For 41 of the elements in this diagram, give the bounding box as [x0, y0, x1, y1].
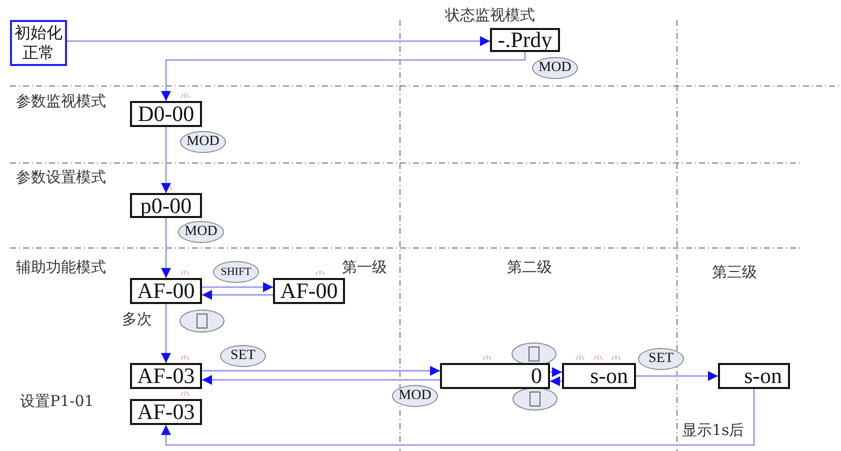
display-box: AF-03 — [130, 363, 202, 389]
mode-label: 第三级 — [712, 263, 757, 282]
display-box: AF-03 — [130, 399, 202, 425]
mode-label: 第一级 — [342, 258, 387, 277]
arrow — [202, 290, 273, 300]
arrow — [67, 36, 490, 46]
key-label: MOD — [178, 221, 224, 243]
arrow — [550, 376, 562, 386]
arrow — [161, 52, 526, 101]
edge-label: 多次 — [122, 310, 152, 329]
mode-label: 参数设置模式 — [16, 168, 106, 187]
display-box: s-on — [718, 363, 790, 389]
key-label: SET — [638, 348, 684, 370]
mode-label: 参数监视模式 — [16, 92, 106, 111]
arrow — [161, 304, 171, 363]
arrow — [161, 127, 171, 193]
display-box: -.Prdy — [490, 28, 560, 52]
status-box: 初始化正常 — [10, 20, 67, 66]
key-label: MOD — [392, 385, 438, 407]
display-box: s-on — [562, 363, 636, 389]
arrow — [202, 374, 440, 385]
arrow — [202, 366, 440, 376]
mode-label: 状态监视模式 — [445, 6, 535, 25]
mode-label: 第二级 — [507, 258, 552, 277]
key-label: MOD — [180, 131, 226, 153]
edge-label: 显示1s后 — [682, 421, 744, 440]
display-box: p0-00 — [130, 193, 202, 218]
mode-label: 设置P1-01 — [20, 392, 94, 411]
display-box: 0 — [440, 363, 550, 389]
key-label: MOD — [532, 57, 578, 79]
mode-label: 辅助功能模式 — [16, 258, 106, 277]
key-label: SET — [220, 345, 266, 367]
arrow — [550, 367, 562, 378]
arrow — [161, 389, 755, 446]
display-box: D0-00 — [130, 101, 202, 127]
key-label: SHIFT — [213, 261, 259, 283]
display-box: AF-00 — [130, 278, 202, 304]
arrow — [202, 282, 273, 292]
display-box: AF-00 — [273, 278, 345, 304]
arrow — [636, 371, 718, 381]
arrow — [161, 218, 171, 278]
